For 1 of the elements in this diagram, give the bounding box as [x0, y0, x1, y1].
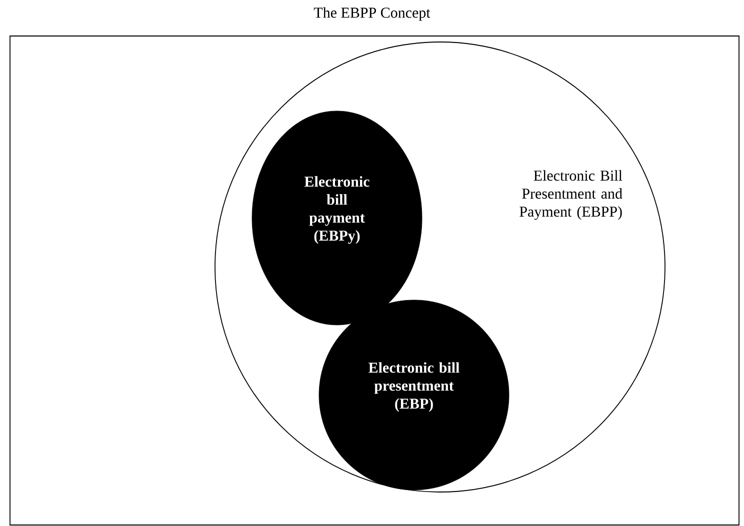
title: The EBPP Concept	[314, 7, 430, 21]
